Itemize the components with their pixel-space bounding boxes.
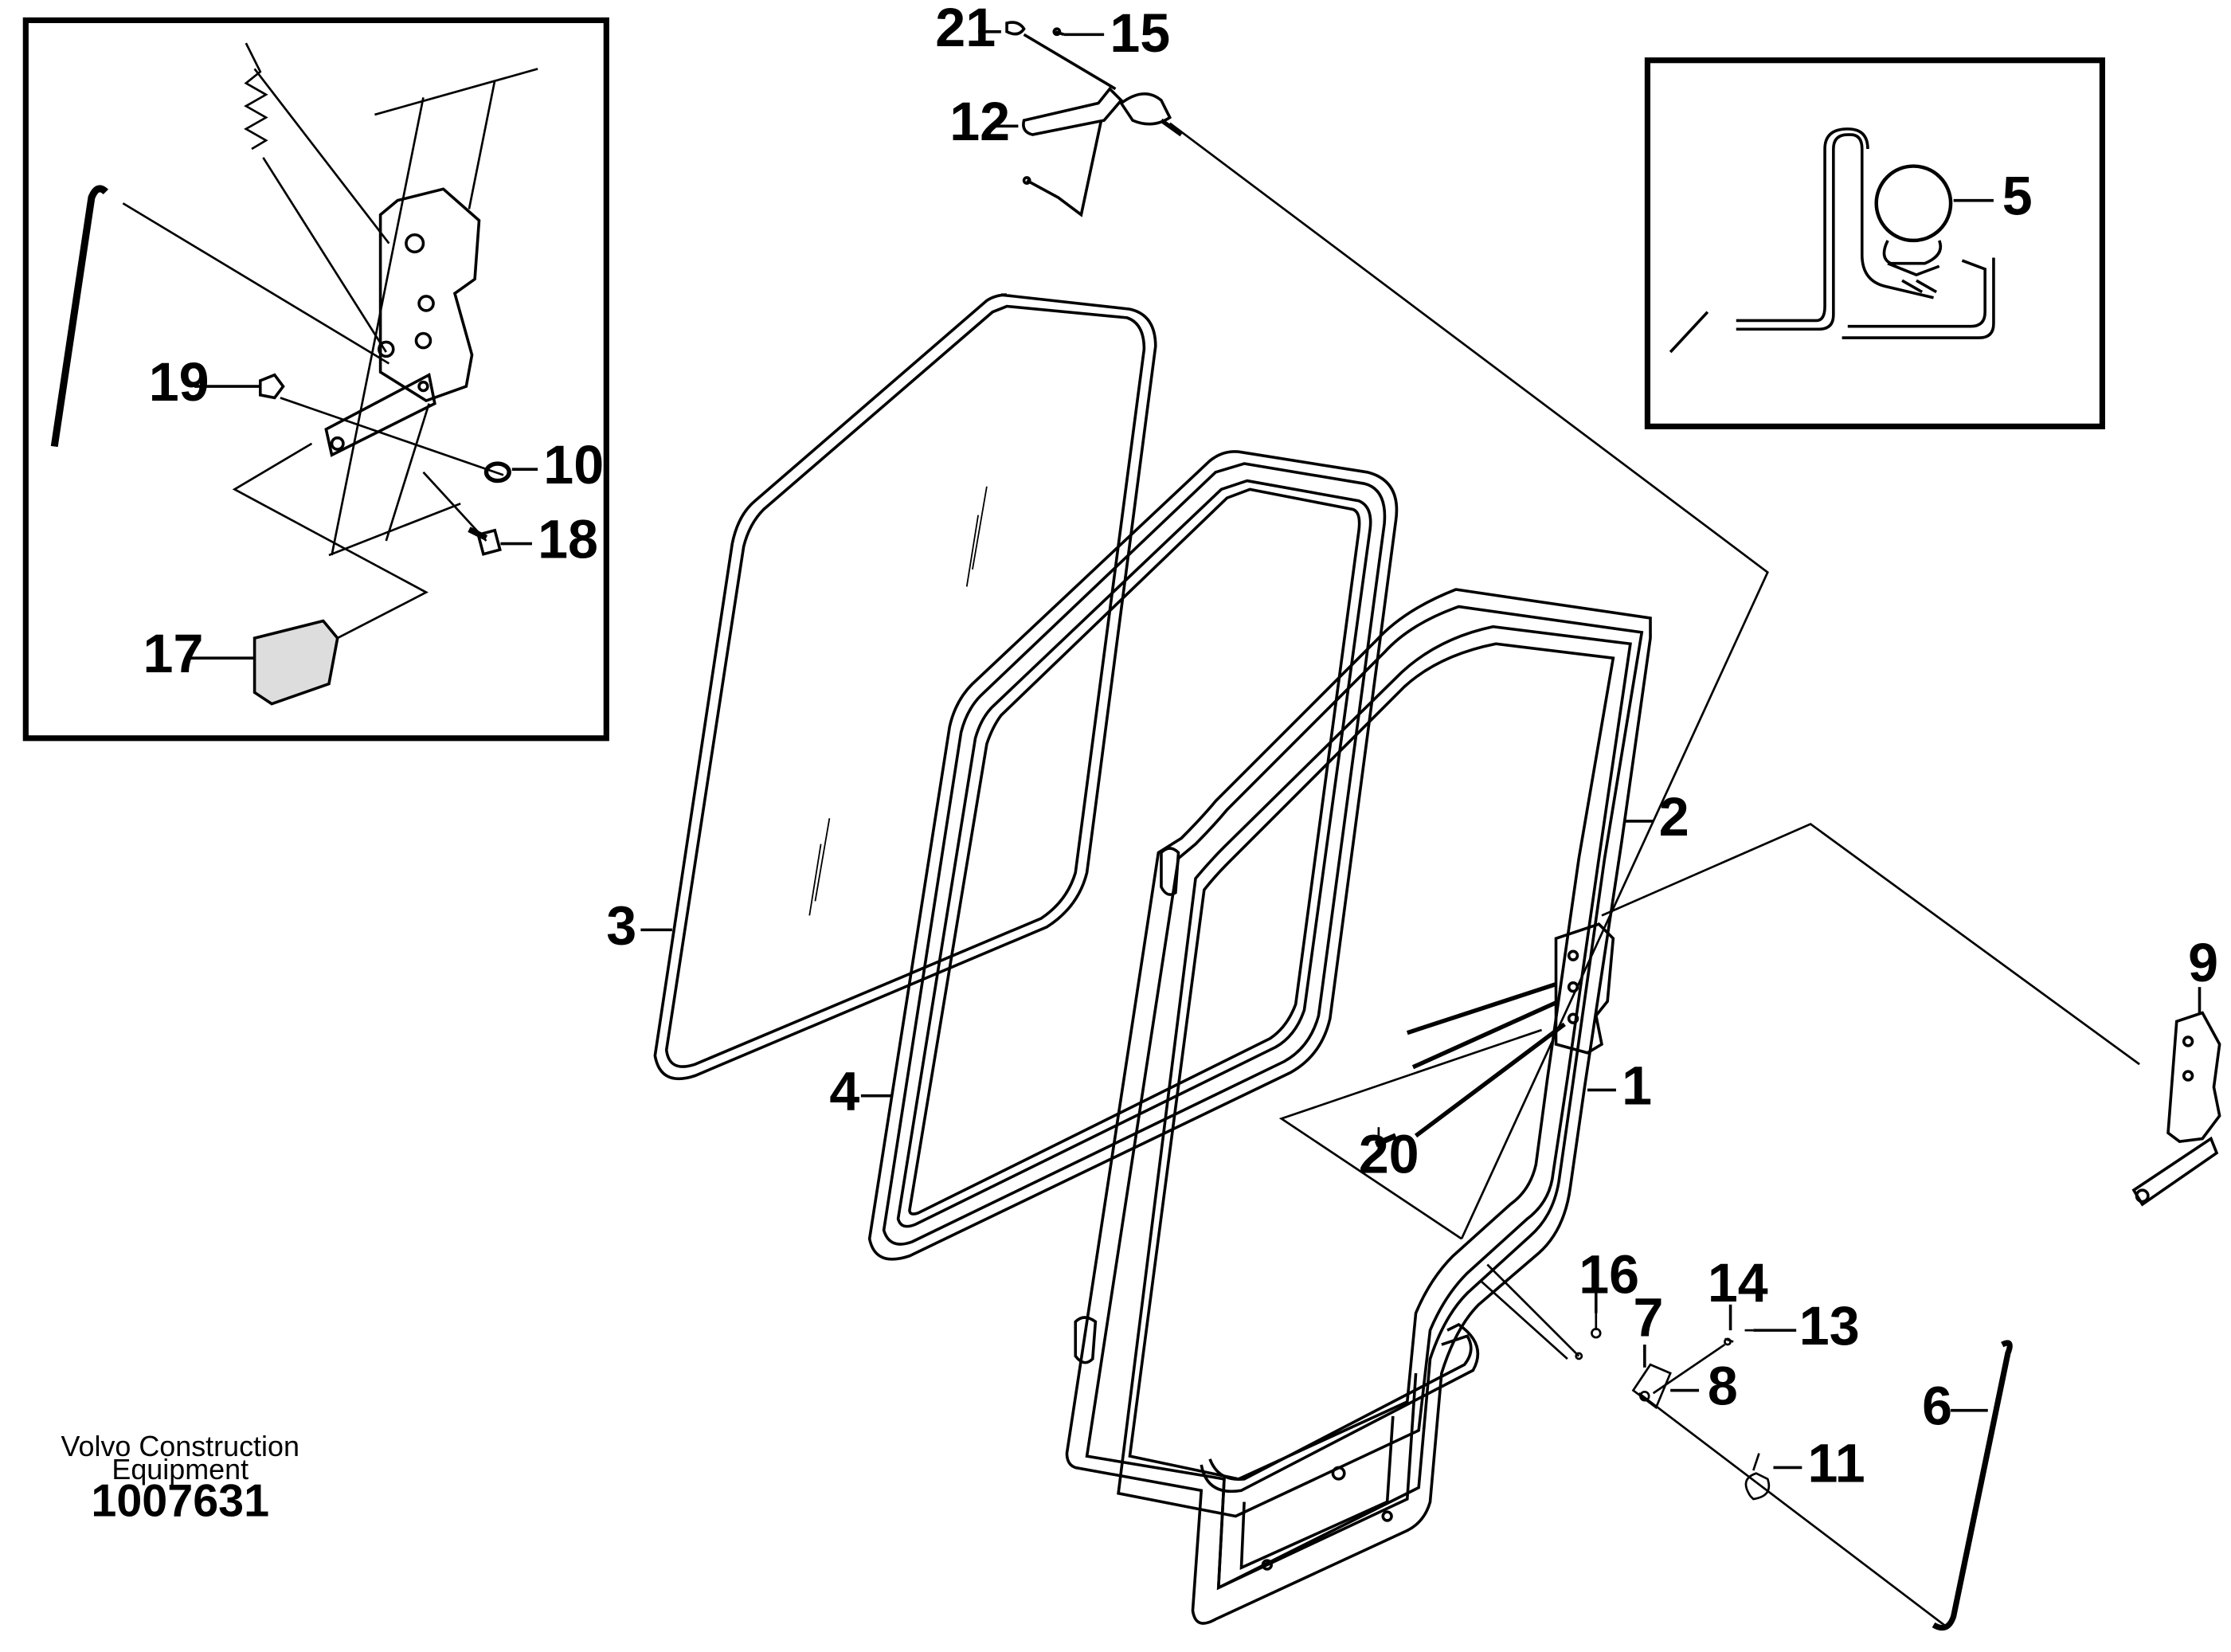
callout-5: 5: [2002, 166, 2033, 227]
part-12-handle: [1005, 21, 1183, 217]
callout-9: 9: [2188, 933, 2218, 993]
callout-7: 7: [1633, 1287, 1663, 1348]
part-6-rod: [1932, 1340, 2013, 1631]
callout-11: 11: [1808, 1433, 1865, 1493]
callout-12: 12: [949, 92, 1010, 152]
callout-13: 13: [1799, 1296, 1860, 1356]
publisher-line-1: Volvo Construction: [61, 1430, 299, 1462]
inset-latch-detail: [22, 17, 609, 742]
callout-17: 17: [143, 624, 204, 684]
part-1-door-frame: [1065, 588, 1652, 1625]
callout-18: 18: [538, 510, 598, 570]
callout-15: 15: [1110, 3, 1170, 64]
inset-frame-left: [22, 17, 609, 742]
callout-leaders: [640, 29, 1988, 1470]
publisher-line-2: Equipment: [112, 1453, 249, 1486]
callout-2: 2: [1659, 787, 1689, 848]
part-9-latch: [2131, 987, 2221, 1207]
callout-21: 21: [935, 0, 996, 58]
callout-20: 20: [1359, 1125, 1419, 1185]
callout-6: 6: [1922, 1376, 1952, 1437]
inset-seal-profile: [1644, 57, 2105, 429]
fastener-screws: [1168, 122, 2140, 1629]
part-3-window-glass: [653, 293, 1157, 1081]
callout-1: 1: [1622, 1055, 1652, 1116]
callout-16: 16: [1579, 1244, 1639, 1305]
part-4-seal: [867, 450, 1399, 1261]
inset-frame-right: [1644, 57, 2105, 429]
callout-3: 3: [606, 895, 636, 956]
document-number: 1007631: [91, 1476, 269, 1527]
callout-8: 8: [1708, 1356, 1738, 1416]
callout-19: 19: [149, 352, 209, 413]
callout-4: 4: [829, 1062, 859, 1122]
callout-14: 14: [1708, 1253, 1768, 1313]
callout-10: 10: [543, 435, 604, 495]
